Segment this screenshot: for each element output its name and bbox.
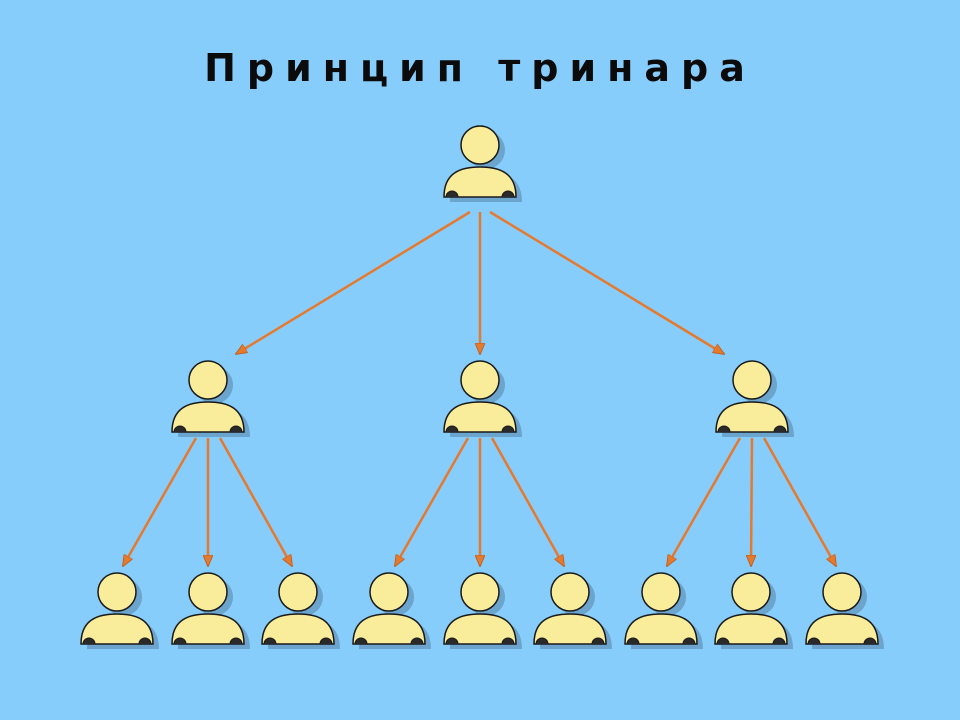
arrow-level2-1-to-leaf-1 [121, 437, 198, 566]
arrow-level2-1-to-leaf-3 [218, 437, 294, 566]
arrow-level2-3-to-leaf-8 [751, 437, 752, 566]
person-body [624, 613, 698, 645]
person-body [443, 401, 517, 433]
arrows-layer [121, 210, 838, 566]
nodes-layer [80, 125, 884, 649]
person-body [714, 613, 788, 645]
person-head [822, 572, 862, 612]
person-head [460, 360, 500, 400]
person-body [171, 613, 245, 645]
arrow-level2-2-to-leaf-6 [490, 437, 566, 566]
person-icon-level2-1 [171, 360, 250, 437]
person-head [188, 360, 228, 400]
person-icon-level2-3 [715, 360, 794, 437]
person-head [369, 572, 409, 612]
person-icon-leaf-3 [261, 572, 340, 649]
person-icon-leaf-2 [171, 572, 250, 649]
person-icon-leaf-5 [443, 572, 522, 649]
arrow-level2-3-to-leaf-9 [762, 437, 838, 566]
person-head [97, 572, 137, 612]
person-head [188, 572, 228, 612]
person-body [352, 613, 426, 645]
arrow-level2-3-to-leaf-7 [665, 437, 742, 566]
person-icon-leaf-8 [714, 572, 793, 649]
person-icon-leaf-1 [80, 572, 159, 649]
person-head [731, 572, 771, 612]
person-head [278, 572, 318, 612]
person-icon-leaf-4 [352, 572, 431, 649]
person-icon-root [443, 125, 522, 202]
person-body [261, 613, 335, 645]
person-head [550, 572, 590, 612]
person-body [80, 613, 154, 645]
arrow-level2-2-to-leaf-4 [393, 437, 470, 566]
person-icon-level2-2 [443, 360, 522, 437]
arrow-root-to-level2-3 [489, 210, 724, 356]
person-head [460, 572, 500, 612]
person-body [443, 613, 517, 645]
person-icon-leaf-7 [624, 572, 703, 649]
person-head [641, 572, 681, 612]
person-body [171, 401, 245, 433]
person-body [715, 401, 789, 433]
person-head [460, 125, 500, 165]
person-icon-leaf-6 [533, 572, 612, 649]
slide-title: Принцип тринара [204, 46, 756, 90]
person-body [533, 613, 607, 645]
person-icon-leaf-9 [805, 572, 884, 649]
person-body [443, 166, 517, 198]
arrow-root-to-level2-1 [236, 210, 471, 356]
person-body [805, 613, 879, 645]
person-head [732, 360, 772, 400]
